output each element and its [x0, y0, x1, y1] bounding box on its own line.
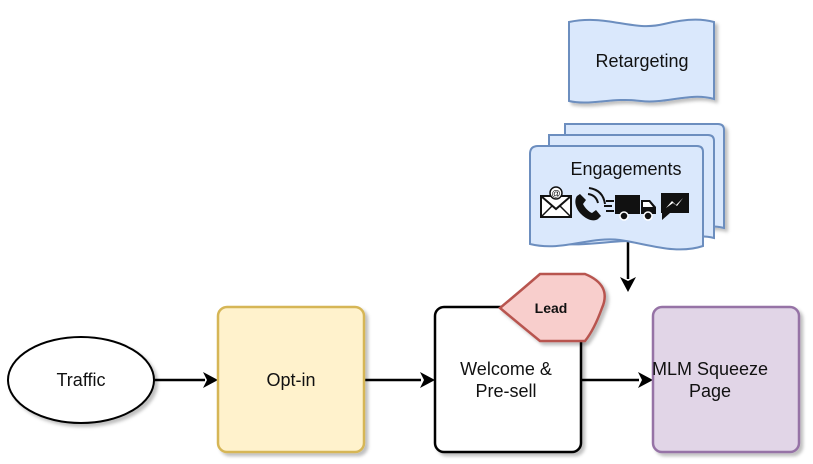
- svg-text:@: @: [551, 189, 560, 199]
- optin-node: Opt-in: [216, 305, 366, 454]
- email-icon: @: [540, 186, 572, 218]
- phone-call-icon: [575, 187, 606, 221]
- engagements-label: Engagements: [570, 159, 681, 179]
- engagements-node: Engagements @: [529, 123, 725, 251]
- connector-engagements-down: [620, 240, 636, 292]
- retargeting-label: Retargeting: [595, 51, 688, 71]
- retargeting-node: Retargeting: [568, 18, 715, 104]
- messenger-icon: [661, 193, 689, 220]
- lead-node: Lead: [498, 272, 606, 343]
- squeeze-page-node: MLM Squeeze Page: [651, 305, 801, 454]
- connector-welcome-squeeze: [582, 372, 653, 388]
- traffic-node: Traffic: [7, 336, 155, 424]
- welcome-label-line2: Pre-sell: [475, 381, 536, 401]
- squeeze-label-line2: Page: [689, 381, 731, 401]
- connector-traffic-optin: [155, 372, 218, 388]
- welcome-label-line1: Welcome &: [460, 359, 552, 379]
- delivery-truck-icon: [604, 195, 656, 221]
- traffic-label: Traffic: [56, 370, 105, 390]
- optin-label: Opt-in: [266, 370, 315, 390]
- lead-label: Lead: [535, 300, 568, 316]
- squeeze-label-line1: MLM Squeeze: [652, 359, 768, 379]
- connector-optin-welcome: [364, 372, 435, 388]
